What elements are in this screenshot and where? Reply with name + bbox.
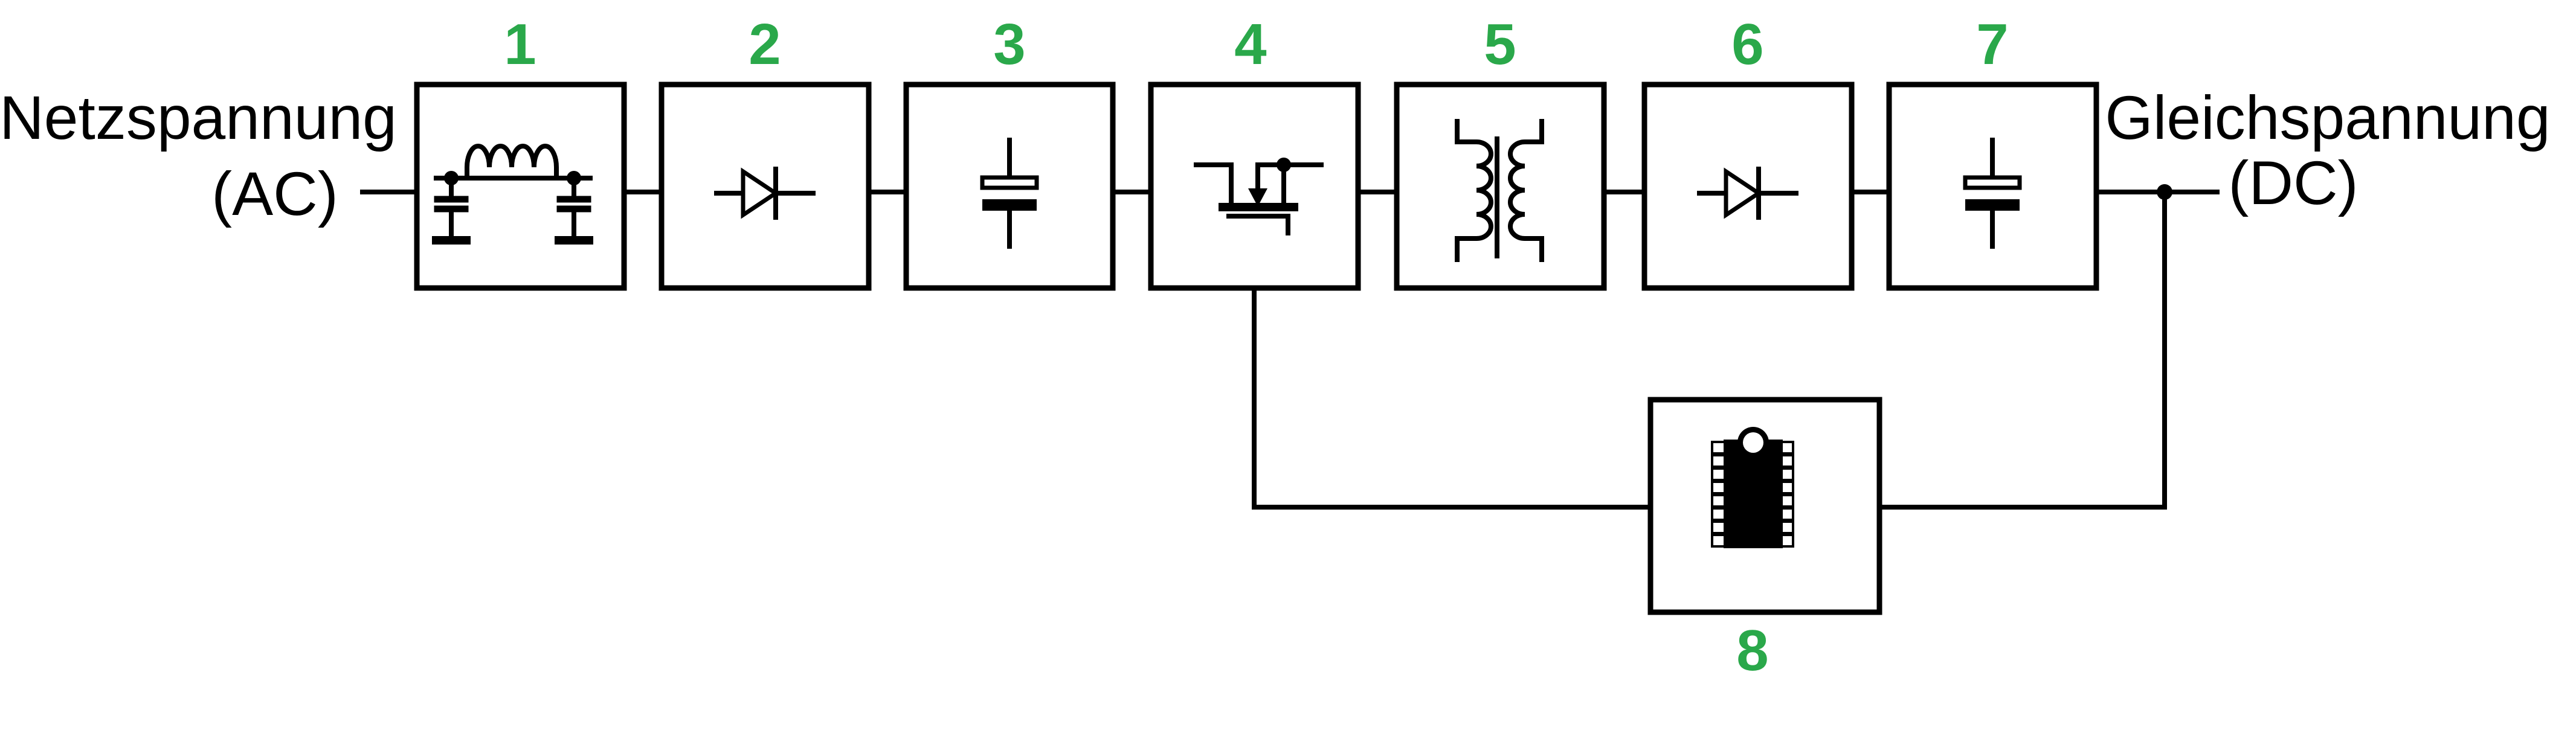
diode-icon — [714, 167, 816, 220]
input-label: Netzspannung (AC) — [0, 83, 397, 228]
block-7-number: 7 — [1976, 12, 2008, 77]
block-1-box — [414, 82, 627, 291]
input-label-line1: Netzspannung — [0, 83, 397, 152]
block-2-number: 2 — [749, 12, 781, 77]
ic-chip-icon — [1711, 427, 1794, 548]
block-6-number: 6 — [1731, 12, 1763, 77]
block-4-number: 4 — [1234, 12, 1266, 77]
block-3-smoothing-capacitor: 3 — [903, 12, 1116, 291]
block-5-transformer: 5 — [1394, 12, 1607, 291]
input-label-line2: (AC) — [211, 159, 338, 228]
output-label-line2: (DC) — [2228, 149, 2358, 217]
output-label-line1: Gleichspannung — [2105, 83, 2550, 152]
mosfet-switch-icon — [1194, 158, 1324, 235]
emi-filter-icon — [432, 144, 593, 245]
block-8-control-ic: 8 — [1647, 397, 1882, 683]
block-8-number: 8 — [1736, 618, 1768, 683]
block-3-number: 3 — [993, 12, 1025, 77]
block-1-emi-filter: 1 — [414, 12, 627, 291]
capacitor-icon — [1963, 138, 2022, 249]
diode-icon — [1697, 167, 1798, 220]
wires — [360, 184, 2220, 510]
block-7-output-capacitor: 7 — [1886, 12, 2099, 291]
capacitor-icon — [980, 138, 1039, 249]
block-5-number: 5 — [1484, 12, 1516, 77]
block-4-box — [1148, 82, 1361, 291]
block-4-switching-transistor: 4 — [1148, 12, 1361, 291]
block-5-box — [1394, 82, 1607, 291]
output-label: Gleichspannung (DC) — [2105, 83, 2550, 217]
transformer-icon — [1455, 119, 1544, 262]
block-2-rectifier: 2 — [658, 12, 872, 291]
block-1-number: 1 — [504, 12, 536, 77]
block-6-output-rectifier: 6 — [1641, 12, 1855, 291]
